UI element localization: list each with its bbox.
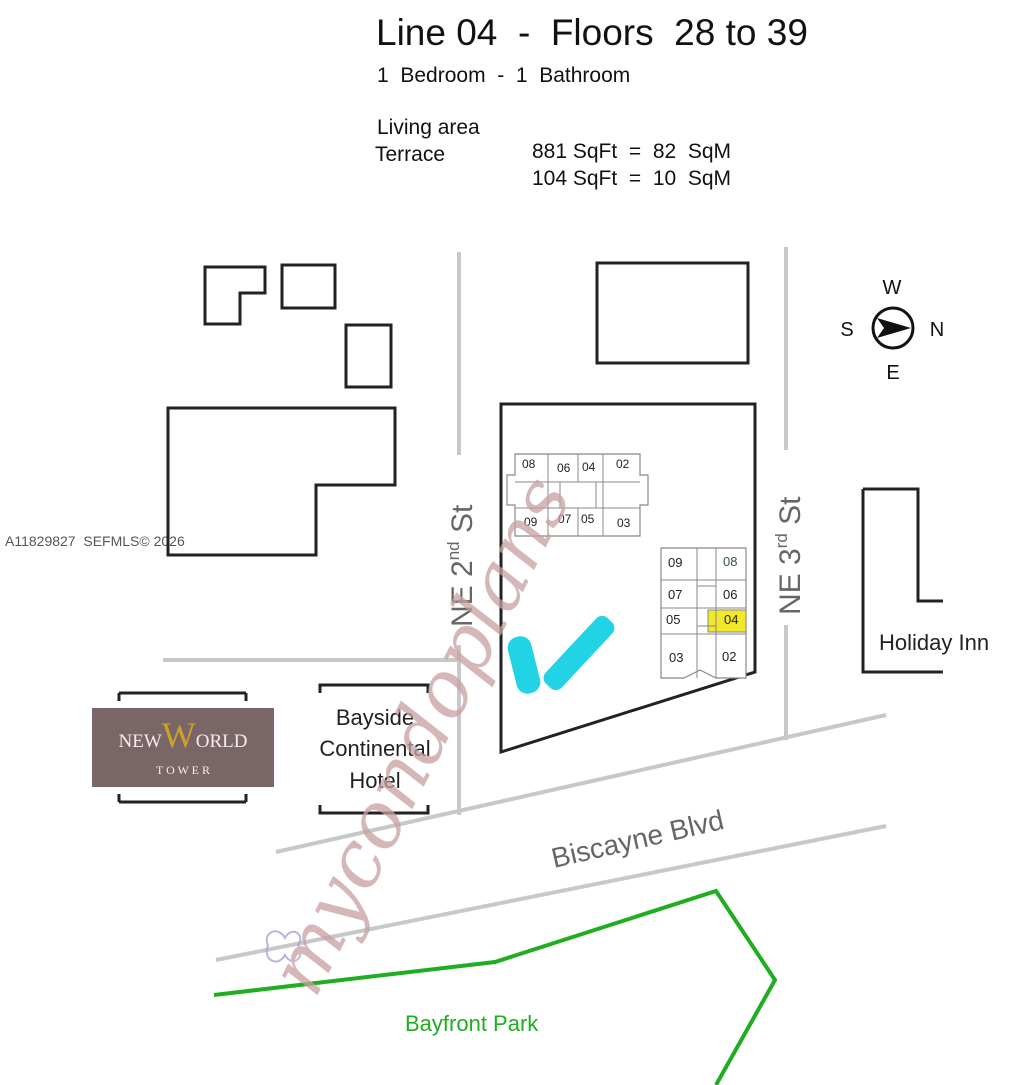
tower-south-unit-05: 05 — [666, 612, 680, 627]
biscayne-road-south — [215, 824, 887, 962]
new-world-bracket-top — [117, 691, 248, 701]
buildings — [117, 261, 943, 815]
flower-logo-icon — [265, 930, 302, 963]
pool-long — [543, 615, 615, 691]
tower-north-unit-05: 05 — [581, 512, 595, 526]
holiday-inn-label: Holiday Inn — [879, 630, 989, 655]
tower-south-unit-08: 08 — [723, 554, 737, 569]
compass-arrow-icon — [877, 318, 911, 338]
tower-north-unit-06: 06 — [557, 461, 571, 475]
tower-south-unit-07: 07 — [668, 587, 682, 602]
svg-text:T O W E R: T O W E R — [156, 763, 210, 777]
bayfront-park-boundary — [213, 888, 778, 1085]
living-area-value: 881 SqFt = 82 SqM — [532, 140, 732, 163]
ne3-street-label: NE 3rd St — [772, 496, 807, 615]
bayside-label-line2: Continental — [319, 736, 430, 761]
tower-south-unit-06: 06 — [723, 587, 737, 602]
compass-east: E — [886, 362, 899, 384]
building-large — [166, 406, 397, 557]
building-north-block — [595, 261, 750, 365]
tower-north-unit-07: 07 — [558, 512, 572, 526]
tower-north-unit-08: 08 — [522, 457, 536, 471]
bayside-bracket-top — [318, 683, 430, 693]
holiday-inn-outline-bottom — [861, 489, 943, 674]
building-small-rect — [344, 323, 393, 389]
ne2-street-label: NE 2nd St — [444, 504, 479, 627]
bayside-bracket-bottom — [318, 805, 430, 815]
tower-north-unit-03: 03 — [617, 516, 631, 530]
svg-text:NEWWORLD: NEWWORLD — [119, 715, 248, 755]
new-world-tower-logo: NEWWORLD T O W E R — [92, 708, 274, 787]
highlighted-unit-04 — [707, 609, 747, 633]
tower-north-unit-09: 09 — [524, 515, 538, 529]
tower-south-unit-03: 03 — [669, 650, 683, 665]
roads — [163, 247, 887, 962]
new-world-bracket-bottom — [117, 794, 248, 804]
terrace-row: Terrace 104 SqFt = 10 SqM — [375, 119, 795, 190]
biscayne-road-north — [275, 713, 887, 854]
tower-south-unit-02: 02 — [722, 649, 736, 664]
bayfront-park-label: Bayfront Park — [405, 1011, 539, 1036]
compass-west: W — [883, 277, 902, 299]
brand-watermark: mycondoplans — [252, 462, 590, 1008]
compass-south: S — [840, 319, 853, 341]
plan-title: Line 04 - Floors 28 to 39 — [376, 12, 808, 53]
terrace-label: Terrace — [375, 143, 446, 166]
living-area-row: Living area 881 SqFt = 82 SqM — [377, 92, 797, 163]
pool-features — [507, 615, 615, 694]
pool-short — [507, 636, 541, 694]
compass: W S N E — [840, 277, 944, 384]
tower-south: 09 07 05 03 08 06 04 02 — [660, 547, 747, 679]
bayside-label-line1: Bayside — [336, 705, 414, 730]
terrace-value: 104 SqFt = 10 SqM — [532, 167, 732, 190]
tower-north: 08 06 04 02 09 07 05 03 — [506, 453, 649, 537]
tower-south-unit-09: 09 — [668, 555, 682, 570]
svg-text:mycondoplans: mycondoplans — [252, 462, 590, 1008]
building-small-square — [280, 263, 337, 310]
unit-type: 1 Bedroom - 1 Bathroom — [377, 64, 631, 87]
tower-north-unit-02: 02 — [616, 457, 630, 471]
bayside-label-line3: Hotel — [349, 768, 400, 793]
tower-north-unit-04: 04 — [582, 460, 596, 474]
listing-watermark: A11829827 SEFMLS© 2026 — [5, 533, 185, 549]
compass-north: N — [930, 319, 944, 341]
building-l-shape — [203, 265, 267, 326]
site-parcel — [499, 402, 757, 755]
tower-south-unit-04: 04 — [724, 612, 738, 627]
holiday-inn-outline-top — [863, 487, 943, 603]
living-area-label: Living area — [377, 116, 480, 139]
